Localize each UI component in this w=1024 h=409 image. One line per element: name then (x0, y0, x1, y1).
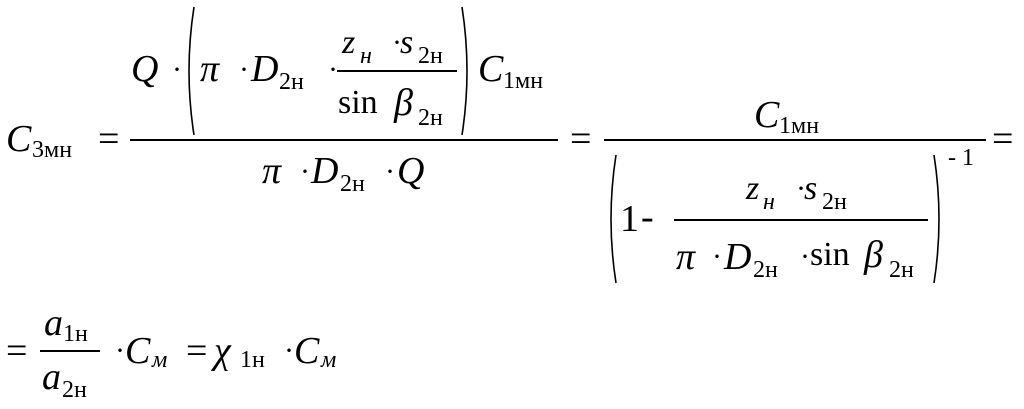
frac1-inner-beta-subscript: 2н (418, 105, 443, 131)
frac2-inner-dot-1: · (712, 240, 722, 273)
lhs-subscript: 3мн (32, 137, 73, 163)
frac1-num-d-subscript: 2н (279, 69, 304, 95)
line2-chi-subscript: 1н (240, 347, 265, 373)
line2-equals-sign-2: = (186, 330, 208, 372)
frac2-fraction-bar (604, 139, 986, 141)
lhs-symbol-c: C (6, 118, 32, 160)
frac1-num-c: C (478, 48, 504, 90)
line2-frac-den-a: a (42, 356, 61, 398)
frac1-den-dot-1: · (300, 155, 310, 188)
frac1-den-d-subscript: 2н (340, 171, 365, 197)
frac2-inner-beta-subscript: 2н (889, 257, 914, 283)
frac2-exponent: - 1 (948, 145, 974, 171)
frac2-num-c-subscript: 1мн (779, 113, 820, 139)
frac1-inner-beta: β (394, 82, 413, 124)
line2-frac-num-a-subscript: 1н (63, 321, 88, 347)
frac1-num-d: D (251, 48, 279, 90)
frac2-den-one: 1 (620, 198, 639, 240)
frac1-inner-sin: sin (338, 84, 378, 121)
frac1-inner-s: s (400, 24, 414, 61)
frac1-den-dot-2: · (385, 155, 395, 188)
line2-frac-num-a: a (44, 302, 63, 344)
frac2-inner-dot: · (796, 172, 806, 205)
frac2-num-c: C (754, 94, 780, 136)
equals-sign-3: = (992, 118, 1014, 160)
frac2-inner-pi: π (676, 236, 696, 278)
frac1-num-c-subscript: 1мн (503, 68, 544, 94)
frac1-inner-fraction-bar (337, 70, 457, 72)
line2-dot-2: · (284, 334, 294, 367)
line2-dot-1: · (115, 334, 125, 367)
line2-equals-sign-1: = (6, 330, 28, 372)
frac2-den-minus: - (641, 196, 654, 238)
equals-sign-1: = (98, 118, 120, 160)
frac2-inner-d-subscript: 2н (753, 257, 778, 283)
frac2-inner-s-subscript: 2н (822, 189, 847, 215)
line2-frac-den-a-subscript: 2н (62, 377, 87, 403)
frac2-inner-s: s (804, 170, 818, 207)
frac1-num-dot-1: · (172, 53, 182, 86)
frac1-fraction-bar (130, 139, 558, 141)
frac1-left-paren (188, 6, 195, 136)
line2-chi: χ (214, 330, 231, 372)
frac1-num-dot-2: · (239, 53, 249, 86)
frac2-left-paren (610, 154, 617, 284)
frac2-right-paren (933, 154, 940, 284)
frac1-num-q: Q (131, 48, 159, 90)
frac1-inner-z-subscript: н (360, 43, 372, 69)
frac2-inner-d: D (724, 236, 752, 278)
equals-sign-2: = (570, 118, 592, 160)
frac1-num-dot-3: · (328, 53, 338, 86)
frac2-inner-dot-2: · (800, 240, 810, 273)
frac1-den-q: Q (397, 150, 425, 192)
line2-fraction-bar (40, 350, 100, 352)
line2-c-1: C (125, 330, 151, 372)
frac1-inner-s-subscript: 2н (418, 43, 443, 69)
frac2-inner-beta: β (864, 234, 883, 276)
line2-c-2-subscript: м (321, 347, 337, 373)
frac2-inner-z-subscript: н (763, 189, 775, 215)
frac1-den-pi: π (262, 150, 282, 192)
frac1-num-pi: π (200, 48, 220, 90)
line2-c-2: C (294, 330, 320, 372)
line2-c-1-subscript: м (152, 347, 168, 373)
frac1-inner-dot: · (392, 26, 402, 59)
frac2-inner-sin: sin (810, 236, 850, 273)
frac1-right-paren (461, 6, 468, 136)
frac2-inner-fraction-bar (674, 219, 928, 221)
frac1-inner-z: z (342, 24, 356, 61)
frac2-inner-z: z (746, 170, 760, 207)
frac1-den-d: D (311, 150, 339, 192)
